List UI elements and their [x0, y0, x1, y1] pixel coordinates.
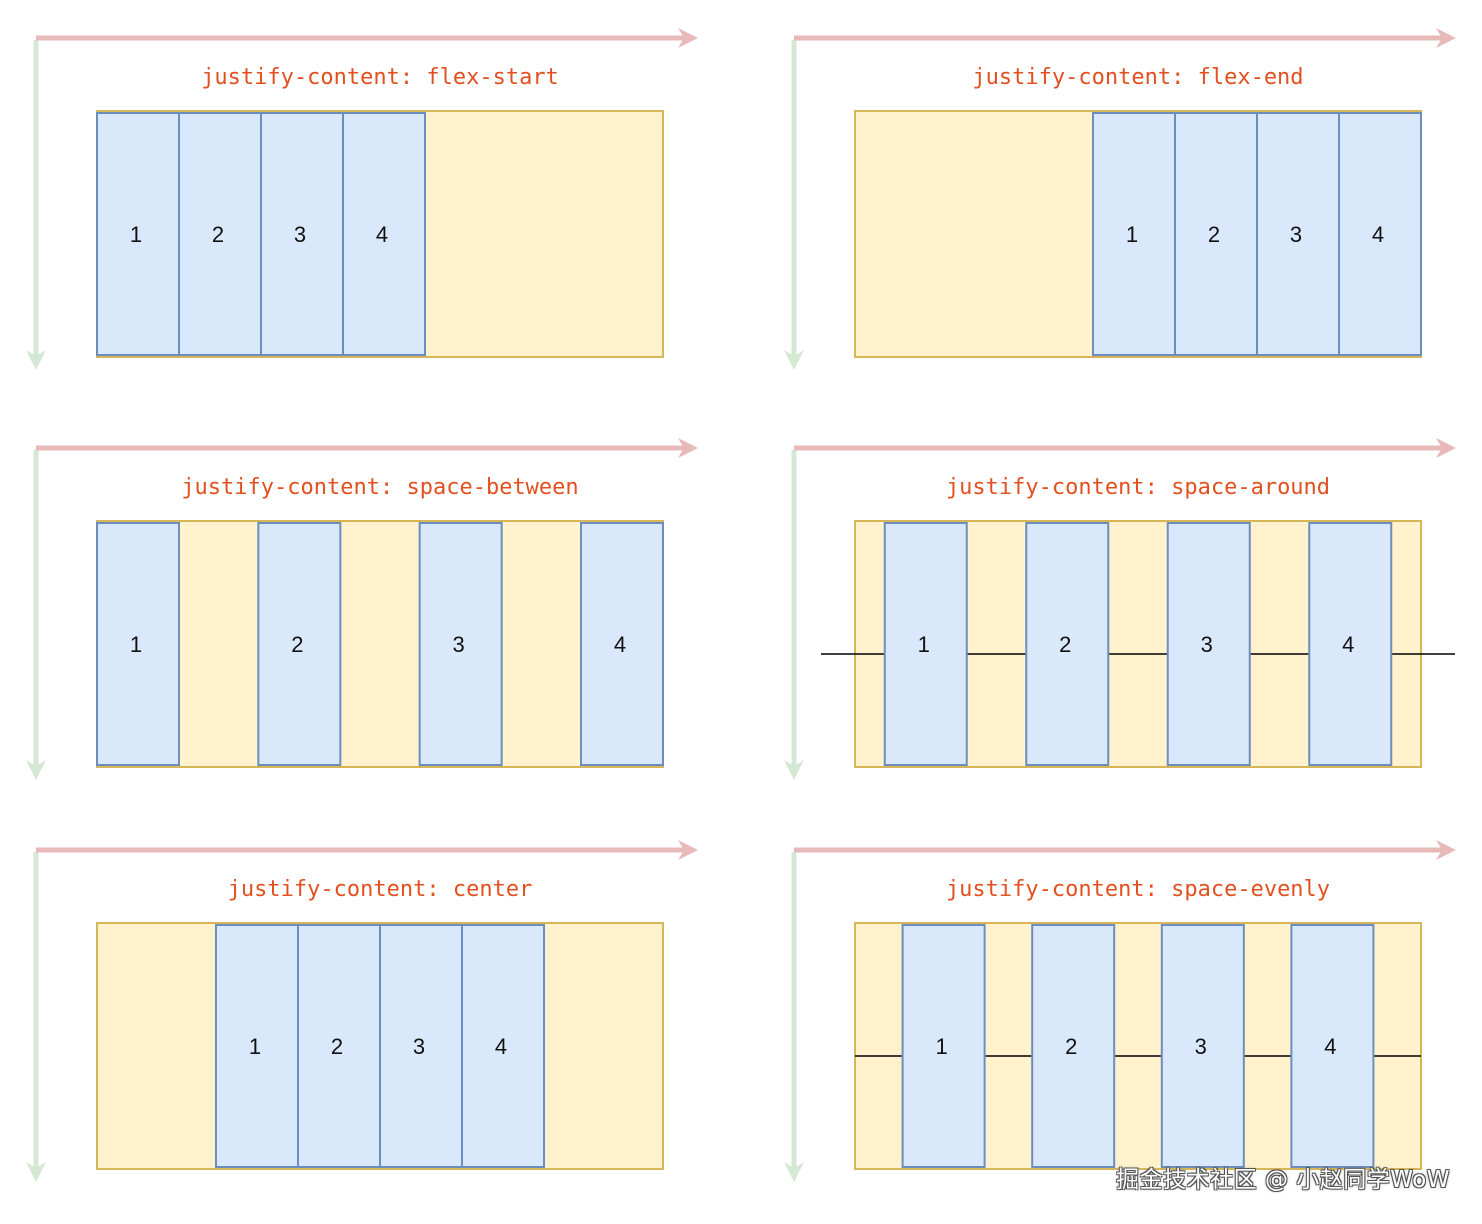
flex-item-label: 3	[1195, 1034, 1207, 1059]
panel-space-around: justify-content: space-around 1 2 3 4	[784, 438, 1456, 780]
flex-item-label: 2	[291, 632, 303, 657]
flex-item-label: 2	[331, 1034, 343, 1059]
flex-item-label: 2	[1059, 632, 1071, 657]
panel-flex-end: justify-content: flex-end 1 2 3 4	[784, 28, 1456, 370]
panel-flex-start: justify-content: flex-start 1 2 3 4	[26, 28, 698, 370]
flex-item	[580, 522, 664, 766]
flex-item-label: 3	[294, 222, 306, 247]
flex-item-label: 1	[130, 632, 142, 657]
flex-item	[379, 924, 463, 1168]
panel-center: justify-content: center 1 2 3 4	[26, 840, 698, 1182]
panel-title: justify-content: space-between	[181, 475, 578, 500]
flex-item	[96, 522, 180, 766]
flex-item	[901, 924, 986, 1168]
flex-item-label: 3	[413, 1034, 425, 1059]
flex-item-label: 2	[1065, 1034, 1077, 1059]
flex-item	[1160, 924, 1245, 1168]
panel-space-between: justify-content: space-between 1 2 3 4	[26, 438, 698, 780]
flex-item	[257, 522, 342, 766]
flex-item	[260, 112, 344, 356]
flex-item	[1031, 924, 1116, 1168]
flex-item-label: 2	[1208, 222, 1220, 247]
flex-item	[461, 924, 545, 1168]
flex-item-label: 4	[1342, 632, 1354, 657]
flex-item-label: 3	[453, 632, 465, 657]
flex-item-label: 4	[495, 1034, 507, 1059]
flex-item	[215, 924, 299, 1168]
flex-item-label: 1	[130, 222, 142, 247]
flex-item-label: 4	[1324, 1034, 1336, 1059]
panel-space-evenly: justify-content: space-evenly 1 2 3 4	[784, 840, 1456, 1182]
flex-item	[96, 112, 180, 356]
flex-item-label: 1	[935, 1034, 947, 1059]
flex-item	[178, 112, 262, 356]
flex-container	[96, 520, 664, 768]
flex-item	[883, 522, 968, 766]
panel-title: justify-content: space-around	[946, 475, 1330, 500]
panel-title: justify-content: flex-start	[201, 65, 559, 90]
flex-item-label: 1	[249, 1034, 261, 1059]
flex-item	[1166, 522, 1251, 766]
flex-item-label: 3	[1290, 222, 1302, 247]
flex-item	[1338, 112, 1422, 356]
flex-item-label: 1	[918, 632, 930, 657]
flex-item-label: 4	[376, 222, 388, 247]
panel-title: justify-content: center	[228, 877, 533, 902]
flex-item	[1025, 522, 1110, 766]
flex-item-label: 4	[614, 632, 626, 657]
flex-item	[418, 522, 503, 766]
panel-title: justify-content: flex-end	[972, 65, 1303, 90]
flex-item	[1290, 924, 1375, 1168]
flex-item	[1256, 112, 1340, 356]
flex-item	[297, 924, 381, 1168]
watermark: 掘金技术社区 @ 小赵同学WoW	[1116, 1167, 1450, 1193]
flex-item	[342, 112, 426, 356]
flex-item-label: 1	[1126, 222, 1138, 247]
flex-item-label: 4	[1372, 222, 1384, 247]
panel-title: justify-content: space-evenly	[946, 877, 1330, 902]
flex-item-label: 3	[1201, 632, 1213, 657]
flex-item	[1308, 522, 1393, 766]
flex-item-label: 2	[212, 222, 224, 247]
